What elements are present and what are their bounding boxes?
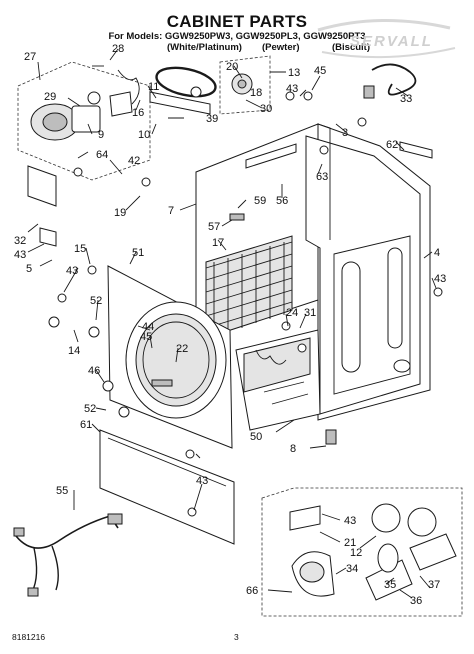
callout-39: 39	[206, 113, 218, 125]
callout-37: 37	[428, 579, 440, 591]
callout-20: 20	[226, 61, 238, 73]
callout-27: 27	[24, 51, 36, 63]
callout-45: 45	[314, 65, 326, 77]
callout-29: 29	[44, 91, 56, 103]
color-label-biscuit: (Biscuit)	[332, 42, 370, 53]
power-cord	[363, 63, 417, 99]
callout-34: 34	[346, 563, 358, 575]
callout-10: 10	[138, 129, 150, 141]
callout-11: 11	[148, 81, 159, 93]
callout-16: 16	[132, 107, 144, 119]
callout-12: 12	[350, 547, 362, 559]
callout-51: 51	[132, 247, 144, 259]
callout-30: 30	[260, 103, 272, 115]
callout-43-top: 43	[286, 83, 298, 95]
callout-52-upper: 52	[90, 295, 102, 307]
cabinet-shell	[305, 123, 433, 421]
exhaust-kit	[261, 487, 463, 617]
callout-43-mid: 43	[66, 265, 78, 277]
callout-62: 62	[386, 139, 398, 151]
page-title: CABINET PARTS	[166, 12, 308, 31]
callout-14: 14	[68, 345, 80, 357]
callout-18: 18	[250, 87, 262, 99]
callout-64: 64	[96, 149, 108, 161]
callout-44: 44	[142, 321, 154, 333]
cabinet-base	[235, 329, 337, 445]
callout-19: 19	[114, 207, 126, 219]
document-number: 8181216	[12, 632, 46, 642]
callout-56: 56	[276, 195, 288, 207]
callout-3: 3	[342, 127, 348, 139]
callout-35: 35	[384, 579, 396, 591]
callout-43-kit: 43	[344, 515, 356, 527]
callout-52-lower: 52	[84, 403, 96, 415]
callout-43-right: 43	[434, 273, 446, 285]
callout-13: 13	[288, 67, 300, 79]
callout-66: 66	[246, 585, 258, 597]
page-number: 3	[234, 632, 239, 642]
callout-17: 17	[212, 237, 224, 249]
idler-assembly	[219, 55, 271, 115]
callout-50: 50	[250, 431, 262, 443]
callout-28: 28	[112, 43, 124, 55]
toe-panel	[99, 429, 235, 545]
callout-9: 9	[98, 129, 104, 141]
callout-43-toe: 43	[196, 475, 208, 487]
callout-31: 31	[304, 307, 316, 319]
model-list: For Models: GGW9250PW3, GGW9250PL3, GGW9…	[108, 31, 366, 42]
brackets-and-screws	[27, 91, 443, 517]
color-label-white: (White/Platinum)	[167, 42, 242, 53]
servall-watermark: SERVALL	[317, 19, 456, 59]
callout-24: 24	[286, 307, 298, 319]
leader-lines	[27, 48, 437, 599]
callout-33: 33	[400, 93, 412, 105]
callout-labels: 28 27 20 45 13 43 18 29 11 30 16 39 33 1…	[14, 43, 446, 607]
callout-59: 59	[254, 195, 266, 207]
callout-7: 7	[168, 205, 174, 217]
callout-55: 55	[56, 485, 68, 497]
color-label-pewter: (Pewter)	[262, 42, 300, 53]
callout-61: 61	[80, 419, 92, 431]
callout-42: 42	[128, 155, 140, 167]
motor-assembly	[17, 61, 151, 181]
callout-45-door: 45	[140, 331, 152, 343]
rear-panel	[195, 123, 319, 341]
callout-43-left: 15	[74, 243, 86, 255]
callout-8: 8	[290, 443, 296, 455]
callout-57: 57	[208, 221, 220, 233]
callout-5: 5	[26, 263, 32, 275]
callout-21: 21	[344, 537, 356, 549]
callout-4: 4	[434, 247, 440, 259]
callout-46: 46	[88, 365, 100, 377]
wire-harness	[13, 513, 123, 597]
callout-36: 36	[410, 595, 422, 607]
callout-32: 32	[14, 235, 26, 247]
watermark-text: SERVALL	[350, 33, 433, 50]
callout-22: 22	[176, 343, 188, 355]
drive-belt	[149, 66, 217, 115]
callout-63: 63	[316, 171, 328, 183]
callout-15: 43	[14, 249, 26, 261]
